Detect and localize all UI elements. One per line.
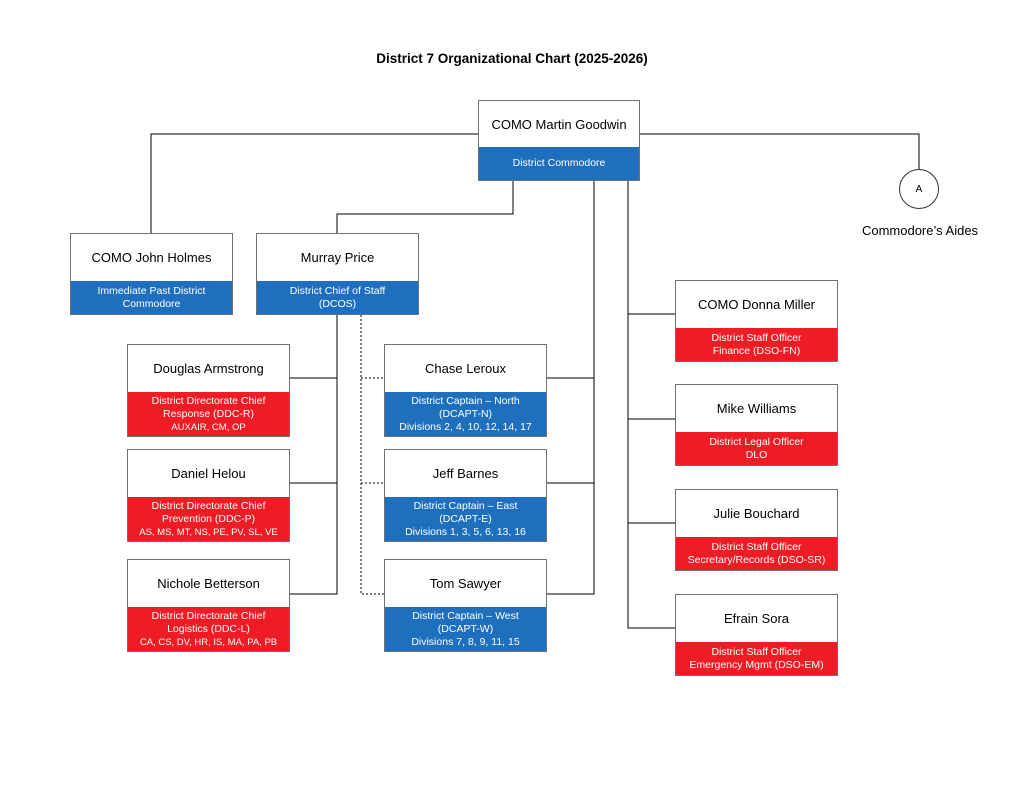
role-programs: AS, MS, MT, NS, PE, PV, SL, VE bbox=[139, 526, 278, 538]
role-line: Divisions 1, 3, 5, 6, 13, 16 bbox=[405, 525, 526, 538]
role-line: District Legal Officer bbox=[709, 435, 804, 448]
line-ddc bbox=[290, 315, 338, 595]
role-programs: CA, CS, DV, HR, IS, MA, PA, PB bbox=[139, 636, 278, 648]
role-programs: AUXAIR, CM, OP bbox=[171, 421, 246, 433]
role-line: District Directorate Chief bbox=[151, 609, 266, 622]
line-dso bbox=[627, 181, 675, 629]
role-line: Finance (DSO-FN) bbox=[712, 344, 801, 357]
node-role: District Captain – West(DCAPT-W)Division… bbox=[385, 607, 546, 651]
line-price bbox=[336, 181, 514, 233]
role-line: District Staff Officer bbox=[711, 540, 802, 553]
role-line: District Directorate Chief bbox=[151, 499, 266, 512]
role-line: District Staff Officer bbox=[711, 645, 802, 658]
line-dcapt bbox=[547, 181, 595, 595]
role-line: Divisions 7, 8, 9, 11, 15 bbox=[411, 635, 520, 648]
role-line: Logistics (DDC-L) bbox=[167, 622, 250, 635]
role-line: District Staff Officer bbox=[711, 331, 802, 344]
role-line: (DCOS) bbox=[318, 297, 357, 310]
role-line: (DCAPT-E) bbox=[439, 512, 492, 525]
aides-circle: A bbox=[899, 169, 939, 209]
role-line: Emergency Mgmt (DSO-EM) bbox=[689, 658, 824, 671]
node-name: Daniel Helou bbox=[171, 465, 246, 481]
role-line: Immediate Past District bbox=[97, 284, 206, 297]
line-holmes bbox=[150, 133, 478, 233]
role-line: District Captain – North bbox=[411, 394, 520, 407]
node-name: COMO John Holmes bbox=[91, 249, 212, 265]
role-line: District Commodore bbox=[512, 157, 606, 169]
node-name: Jeff Barnes bbox=[432, 465, 499, 481]
node-name: Tom Sawyer bbox=[429, 575, 502, 591]
role-line: District Directorate Chief bbox=[151, 394, 266, 407]
node-name: Murray Price bbox=[300, 249, 375, 265]
node-name: Julie Bouchard bbox=[713, 505, 800, 521]
role-line: Response (DDC-R) bbox=[162, 407, 255, 420]
node-name: Efrain Sora bbox=[723, 610, 790, 626]
node-role: District Commodore bbox=[479, 147, 639, 180]
role-line: DLO bbox=[745, 448, 768, 461]
dotted-line-captains bbox=[360, 315, 384, 595]
node-name: Chase Leroux bbox=[425, 360, 506, 376]
node-name: Nichole Betterson bbox=[157, 575, 260, 591]
node-name: Mike Williams bbox=[716, 400, 797, 416]
line-aides bbox=[640, 133, 920, 169]
role-line: Secretary/Records (DSO-SR) bbox=[687, 553, 826, 566]
role-line: District Captain – West bbox=[412, 609, 519, 622]
role-line: (DCAPT-W) bbox=[437, 622, 494, 635]
node-role: District Captain – North(DCAPT-N)Divisio… bbox=[385, 392, 546, 436]
role-line: Divisions 2, 4, 10, 12, 14, 17 bbox=[399, 420, 532, 433]
node-name: COMO Donna Miller bbox=[697, 296, 816, 312]
role-line: Prevention (DDC-P) bbox=[161, 512, 256, 525]
node-name: COMO Martin Goodwin bbox=[491, 116, 627, 132]
chart-title: District 7 Organizational Chart (2025-20… bbox=[376, 51, 648, 66]
role-line: (DCAPT-N) bbox=[438, 407, 493, 420]
node-role: District Chief of Staff(DCOS) bbox=[257, 281, 418, 314]
node-name: Douglas Armstrong bbox=[153, 360, 264, 376]
role-line: District Captain – East bbox=[413, 499, 518, 512]
role-line: District Chief of Staff bbox=[289, 284, 386, 297]
aides-label: Commodore’s Aides bbox=[861, 223, 979, 238]
node-role: District Captain – East(DCAPT-E)Division… bbox=[385, 497, 546, 541]
role-line: Commodore bbox=[122, 297, 181, 310]
